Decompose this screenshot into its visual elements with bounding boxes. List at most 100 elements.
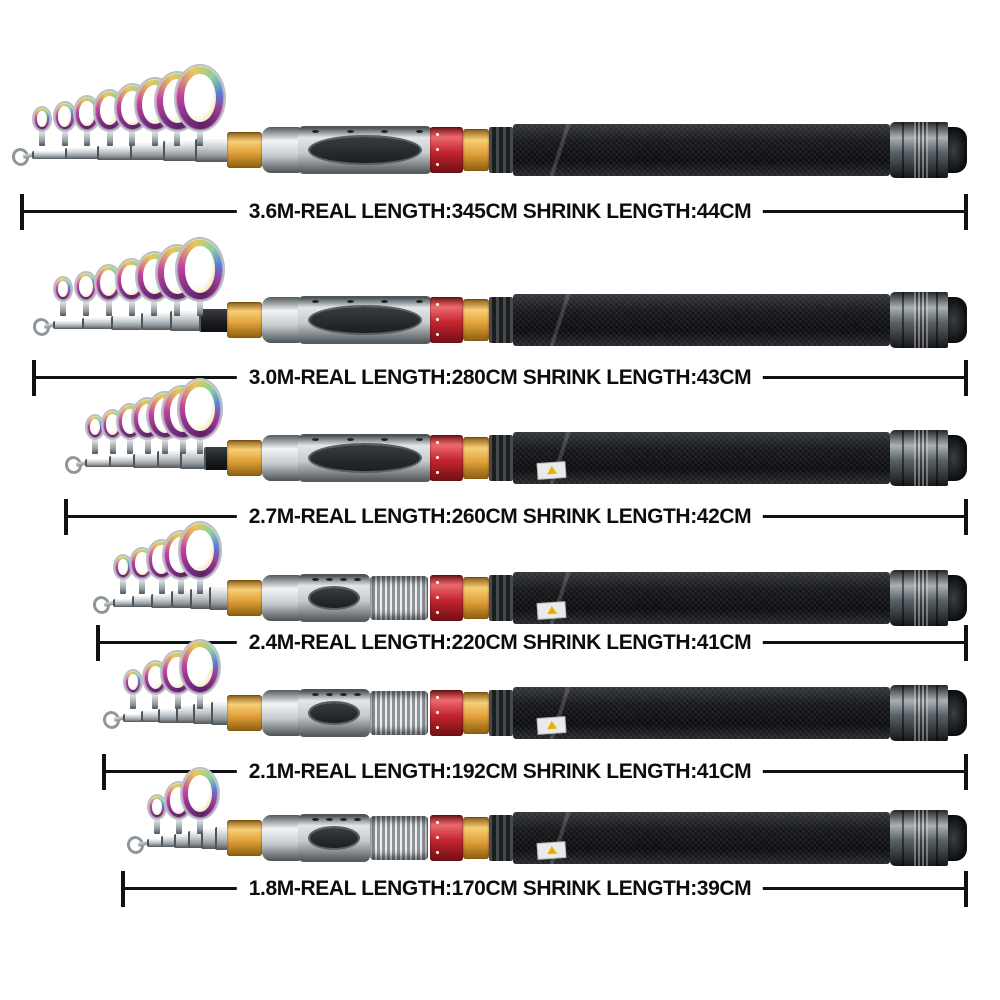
collar-dot	[436, 836, 439, 839]
butt-cap	[948, 815, 967, 861]
handle-vent-dot	[340, 578, 347, 581]
handle-vent-dot	[312, 818, 319, 821]
telescope-segment	[214, 826, 230, 850]
warning-triangle-icon	[546, 720, 558, 730]
handle-vent-dot	[346, 438, 354, 441]
guide-ring-hole	[121, 264, 142, 296]
measure-label: 3.0M-REAL LENGTH:280CM SHRINK LENGTH:43C…	[236, 366, 764, 390]
gold-collar	[227, 132, 262, 168]
telescope-segment	[64, 148, 100, 160]
guide-ring	[75, 272, 96, 300]
telescope-segment	[151, 593, 173, 608]
reel-seat-flare	[262, 575, 300, 621]
gold-collar-rear	[463, 299, 489, 341]
handle-vent-dot	[381, 300, 389, 303]
end-cap-groove	[902, 685, 904, 741]
warning-triangle-icon	[546, 465, 558, 475]
guide-ring-hole	[147, 665, 164, 690]
telescope-segment	[140, 711, 160, 723]
measure-tick-right	[964, 194, 968, 230]
telescope-segment	[53, 320, 85, 329]
butt-cap	[948, 575, 967, 621]
butt-transition	[489, 435, 513, 481]
butt-transition	[489, 575, 513, 621]
telescope-segment	[123, 713, 143, 722]
guide-ring	[179, 523, 221, 578]
end-cap-knurl-band	[914, 122, 928, 178]
warning-triangle-icon	[546, 845, 558, 855]
butt-cap	[948, 297, 967, 343]
butt-transition	[489, 815, 513, 861]
measure-line: 3.0M-REAL LENGTH:280CM SHRINK LENGTH:43C…	[32, 360, 968, 396]
guide-ring-hole	[89, 419, 101, 435]
measure-line: 3.6M-REAL LENGTH:345CM SHRINK LENGTH:44C…	[20, 194, 968, 230]
measure-label: 2.4M-REAL LENGTH:220CM SHRINK LENGTH:41C…	[236, 631, 764, 655]
grip-oval	[310, 703, 358, 723]
guide-ring-hole	[36, 111, 48, 127]
butt-transition	[489, 127, 513, 173]
ring-stand	[105, 298, 112, 316]
grip-oval	[310, 588, 358, 608]
end-cap-groove	[902, 292, 904, 348]
measure-tick-left	[32, 360, 36, 396]
ring-stand	[128, 298, 135, 316]
collar-dot	[436, 581, 439, 584]
end-cap-groove	[902, 122, 904, 178]
rod-body	[513, 806, 890, 870]
rod-body	[513, 681, 890, 745]
body-glare	[548, 806, 572, 870]
ring-stand	[60, 298, 66, 316]
warning-triangle-icon	[546, 605, 558, 615]
measure-label: 2.1M-REAL LENGTH:192CM SHRINK LENGTH:41C…	[236, 760, 764, 784]
guide-ring-hole	[117, 559, 129, 575]
handle-vent-dot	[312, 300, 319, 303]
measure-tick-left	[102, 754, 106, 790]
handle-vent-dot	[312, 693, 319, 696]
red-collar	[430, 435, 463, 481]
rod-photo-3.0m	[0, 225, 1000, 375]
gold-collar	[227, 580, 262, 616]
measure-line: 2.1M-REAL LENGTH:192CM SHRINK LENGTH:41C…	[102, 754, 968, 790]
ring-stand	[129, 128, 136, 146]
guide-ring	[75, 97, 100, 130]
warning-sticker	[536, 841, 567, 860]
handle-vent-dot	[381, 438, 389, 441]
telescope-segment	[130, 143, 165, 161]
butt-cap	[948, 690, 967, 736]
ring-stand	[120, 576, 126, 594]
end-cap-groove	[936, 570, 938, 626]
body-glare	[548, 118, 572, 182]
ring-stand	[175, 816, 182, 834]
guide-ring-hole	[184, 246, 216, 293]
measure-tick-right	[964, 499, 968, 535]
guide-ring	[102, 410, 123, 438]
end-cap-groove	[902, 430, 904, 486]
measure-line: 2.7M-REAL LENGTH:260CM SHRINK LENGTH:42C…	[64, 499, 968, 535]
collar-dot	[436, 611, 439, 614]
ring-stand	[130, 691, 136, 709]
measure-tick-left	[96, 625, 100, 661]
guide-ring	[124, 671, 142, 693]
gold-collar	[227, 440, 262, 476]
guide-ring	[148, 796, 166, 818]
measure-line: 2.4M-REAL LENGTH:220CM SHRINK LENGTH:41C…	[96, 625, 968, 661]
handle-vent-dot	[312, 130, 319, 133]
collar-dot	[436, 456, 439, 459]
telescope-segment	[208, 586, 230, 610]
ring-stand	[174, 128, 181, 146]
reel-seat-handle	[298, 689, 370, 737]
telescope-segment	[108, 456, 135, 468]
telescope-segment	[198, 308, 230, 332]
ring-stand	[152, 691, 159, 709]
collar-dot	[436, 696, 439, 699]
body-glare	[548, 681, 572, 745]
end-cap-groove	[902, 810, 904, 866]
end-cap	[890, 810, 948, 866]
ring-stand	[179, 436, 186, 454]
end-cap-knurl-band	[914, 810, 928, 866]
ring-stand	[109, 436, 116, 454]
rod-body	[513, 426, 890, 490]
ring-stand	[139, 576, 146, 594]
guide-ring	[54, 103, 75, 130]
